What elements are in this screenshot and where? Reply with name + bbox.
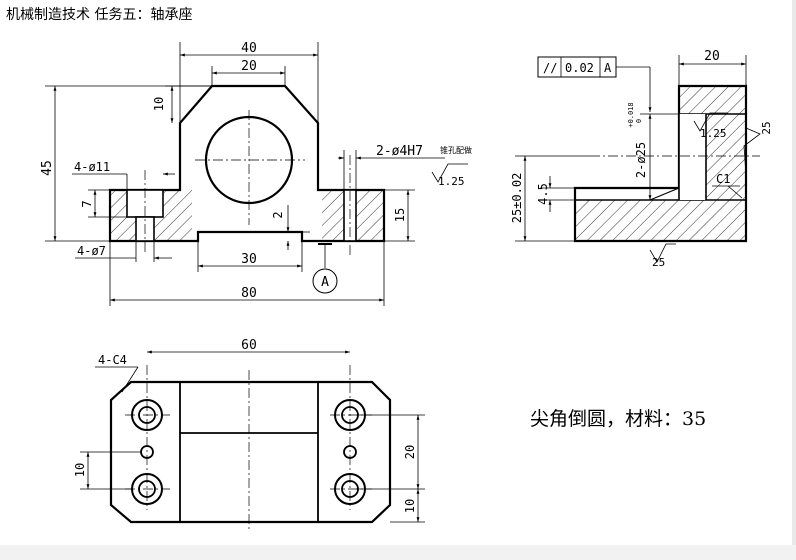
dim-7: 7 [80,200,94,207]
dim-80: 80 [241,286,257,301]
gdt-parallel-symbol: // [543,61,557,75]
side-view [515,55,761,263]
dim-10-chamfer: 10 [152,97,166,111]
dim-30: 30 [241,252,257,267]
dim-15: 15 [393,208,407,222]
drawing-title: 机械制造技术 任务五：轴承座 [6,7,193,23]
top-body-outline [109,380,392,524]
roughness-1-25-side: 1.25 [700,127,727,140]
dim-4-d11: 4-ø11 [74,160,110,174]
datum-a-circle [312,268,338,294]
top-view [80,350,425,530]
front-view [45,42,468,306]
gdt-datum: A [604,61,612,75]
dim-4-d7: 4-ø7 [77,244,106,258]
chamfer-c1: C1 [716,172,730,186]
roughness-1-25-front: 1.25 [438,175,465,188]
dim-2-d4h7: 2-ø4H7 [376,144,423,159]
frame-edge-bottom [0,545,796,560]
frame-edge-right [792,0,796,560]
dim-20-top: 20 [241,59,257,74]
material-note: 尖角倒圆，材料：35 [530,408,707,430]
dim-45: 45 [40,160,55,176]
dim-2-d25: 2-ø25 [634,142,648,178]
roughness-25-bottom: 25 [652,256,665,269]
dim-20-side: 20 [704,49,720,64]
dim-4-5: 4.5 [536,183,550,205]
dim-40: 40 [241,41,257,56]
note-pin-match: 锥孔配做 [440,145,472,155]
dim-bore-tol-upper: +0.018 [627,102,635,127]
dim-60: 60 [241,338,257,353]
dim-4-c4: 4-C4 [98,353,127,367]
gdt-value: 0.02 [565,61,594,75]
dim-10-left: 10 [73,463,87,477]
dim-10-edge: 10 [403,499,417,513]
datum-a-label: A [321,275,329,290]
dim-20-right: 20 [403,445,417,459]
dim-2-groove: 2 [271,211,285,218]
dim-bore-tol-lower: 0 [635,119,643,123]
roughness-25-side: 25 [760,121,773,134]
dim-25-tol: 25±0.02 [510,173,524,224]
